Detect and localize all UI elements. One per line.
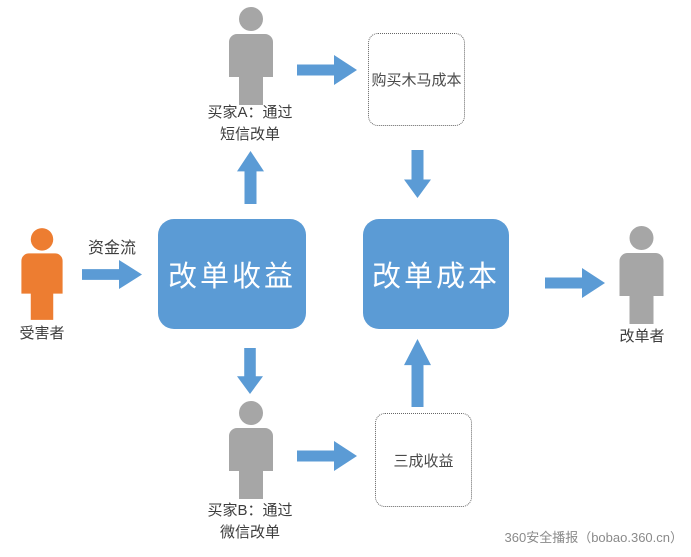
buyer-a-label: 买家A：通过 短信改单	[175, 102, 325, 146]
arrow-revenue-to-buyer-b	[237, 348, 263, 394]
victim-label: 受害者	[19, 325, 65, 342]
changer-label: 改单者	[619, 328, 665, 345]
arrow-trojan-cost-to-cost	[404, 150, 431, 198]
revenue-box: 改单收益	[158, 219, 306, 329]
trojan-cost-box: 购买木马成本	[368, 33, 465, 126]
arrow-share-to-cost	[404, 339, 431, 407]
cost-box: 改单成本	[363, 219, 509, 329]
arrow-buyer-a-to-trojan-cost	[297, 55, 357, 85]
share-box-label: 三成收益	[393, 452, 454, 470]
watermark-text: 360安全播报（bobao.360.cn）	[504, 530, 683, 545]
cost-box-label: 改单成本	[371, 261, 500, 293]
revenue-box-label: 改单收益	[167, 261, 296, 293]
person-icon	[229, 7, 273, 105]
arrow-cost-to-changer	[545, 268, 605, 298]
share-box: 三成收益	[375, 413, 472, 507]
buyer-a-label-line1: 买家A：通过	[207, 104, 293, 121]
buyer-b-label: 买家B：通过 微信改单	[175, 500, 325, 544]
money-flow-label: 资金流	[87, 240, 136, 257]
buyer-b-label-line1: 买家B：通过	[207, 502, 293, 519]
person-icon	[229, 401, 273, 499]
buyer-b-label-line2: 微信改单	[219, 524, 280, 541]
trojan-cost-label: 购买木马成本	[371, 72, 462, 89]
person-icon	[21, 228, 63, 320]
person-icon	[619, 226, 664, 324]
arrow-revenue-to-buyer-a	[237, 151, 264, 204]
buyer-a-label-line2: 短信改单	[219, 126, 280, 143]
arrow-buyer-b-to-share	[297, 441, 357, 471]
arrow-victim-to-revenue	[82, 260, 142, 289]
